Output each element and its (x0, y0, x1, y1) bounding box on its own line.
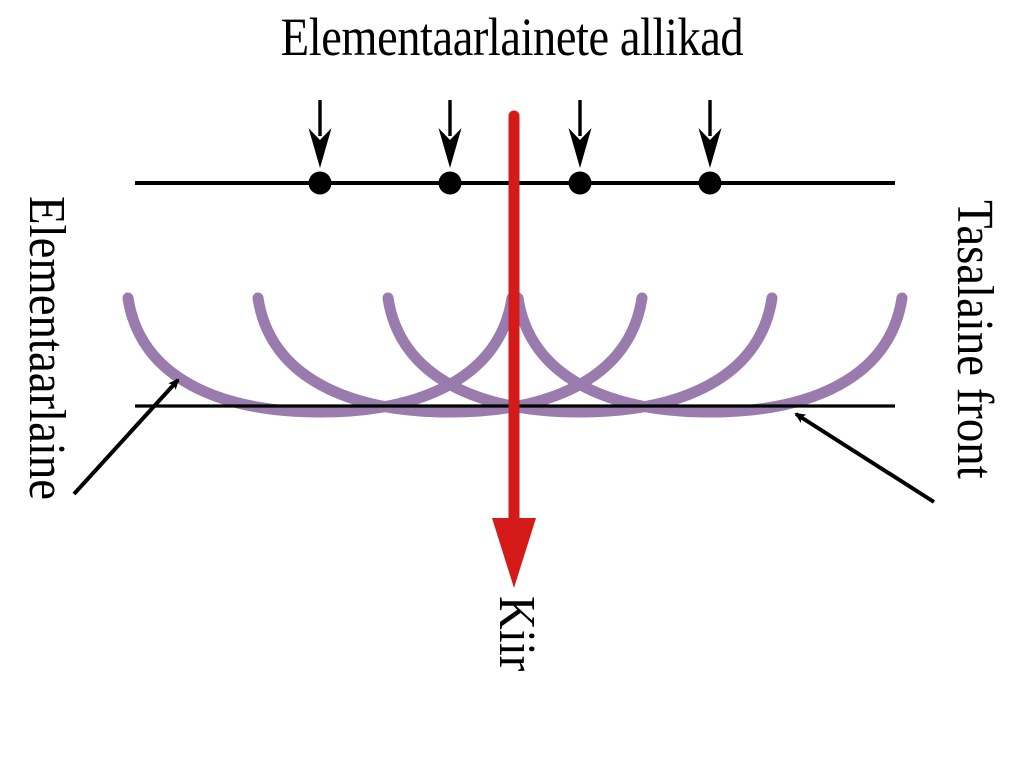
ray-arrowhead (492, 518, 536, 588)
ray-arrow (492, 110, 536, 588)
source-arrow-1 (308, 100, 332, 168)
wavelet-3 (382, 292, 778, 418)
label-kiir-text: Kiir (488, 596, 545, 672)
source-arrow-4 (698, 100, 722, 168)
pointer-arrow-tasalaine-front (794, 412, 936, 504)
label-elementaarlaine-text: Elementaarlaine (18, 196, 75, 501)
label-kiir: Kiir (488, 596, 545, 680)
wavelet-4 (512, 292, 908, 418)
wavelet-2 (252, 292, 648, 418)
source-dot-4 (698, 171, 722, 195)
source-dot-1 (308, 171, 332, 195)
source-dot-2 (438, 171, 462, 195)
source-arrow-2 (438, 100, 462, 168)
label-elementaarlaine: Elementaarlaine (18, 196, 75, 534)
label-tasalaine-front-text: Tasalaine front (946, 200, 1003, 479)
label-tasalaine-front: Tasalaine front (946, 200, 1003, 510)
wavelet-group (122, 292, 908, 418)
source-dot-3 (568, 171, 592, 195)
wavelet-1 (122, 292, 518, 418)
source-arrow-group (308, 100, 722, 168)
source-arrow-3 (568, 100, 592, 168)
pointer-arrow-elementaarlaine (72, 378, 180, 496)
page-title: Elementaarlainete allikad (280, 7, 744, 67)
source-dot-group (308, 171, 722, 195)
